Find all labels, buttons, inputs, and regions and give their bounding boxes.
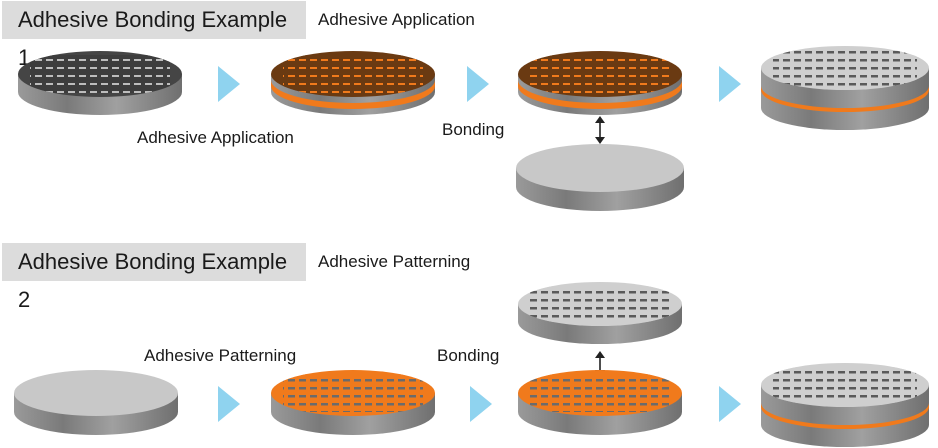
step-label-bonding-1: Bonding (442, 120, 505, 139)
right-arrow-icon (218, 66, 240, 102)
right-arrow-icon (719, 386, 741, 422)
right-arrow-icon (719, 66, 741, 102)
wafer-plain-substrate-2 (14, 370, 178, 435)
wafer-plain-substrate (516, 144, 684, 211)
wafer-adhesive-patterned-bottom (518, 370, 682, 435)
step-label-adhesive-patterning: Adhesive Patterning (144, 346, 297, 365)
wafer-patterned-top (518, 282, 682, 344)
wafer-bonded-stack-2 (761, 363, 929, 447)
step-label-bonding-2: Bonding (437, 346, 500, 365)
right-arrow-icon (467, 66, 489, 102)
right-arrow-icon (218, 386, 240, 422)
right-arrow-icon (470, 386, 492, 422)
example1-subtitle: Adhesive Application (318, 10, 475, 29)
double-arrow-icon (595, 116, 605, 144)
step-label-adhesive-application: Adhesive Application (137, 128, 294, 147)
example2-title: Adhesive Bonding Example 2 (2, 243, 306, 312)
wafer-adhesive-bonding-top (518, 51, 682, 115)
wafer-adhesive-patterned (271, 370, 435, 435)
wafer-bonded-stack (761, 46, 929, 130)
example2-subtitle: Adhesive Patterning (318, 252, 471, 271)
wafer-adhesive-applied (271, 51, 435, 115)
wafer-patterned-dark (18, 51, 182, 115)
example1-title: Adhesive Bonding Example 1 (2, 1, 306, 70)
